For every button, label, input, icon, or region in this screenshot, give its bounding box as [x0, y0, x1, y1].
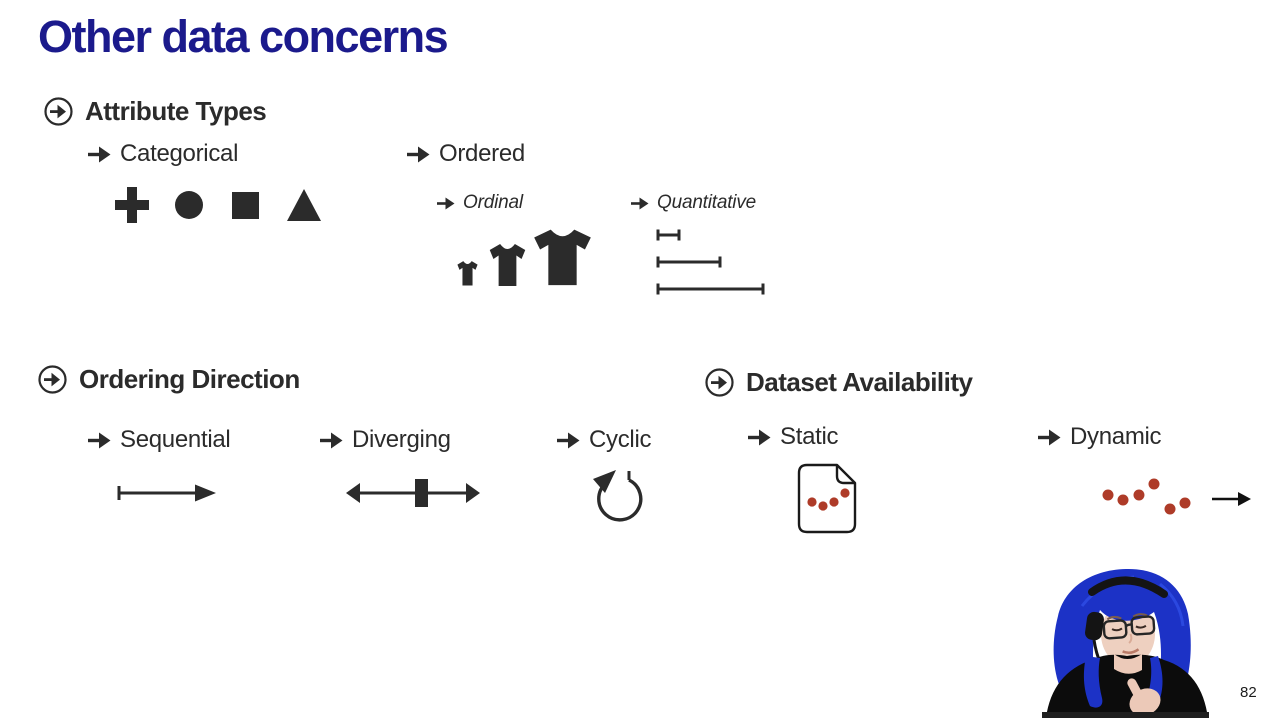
arrow-bullet-icon: [88, 146, 111, 162]
item-categorical: Categorical: [88, 140, 238, 168]
section-label: Ordering Direction: [79, 364, 300, 394]
sub-item-label: Ordinal: [463, 192, 523, 213]
circled-arrow-icon: [44, 97, 73, 126]
section-label: Dataset Availability: [746, 367, 973, 397]
item-cyclic: Cyclic: [557, 426, 652, 454]
triangle-mark-icon: [287, 189, 321, 221]
sequential-arrow-icon: [117, 484, 216, 502]
arrow-bullet-icon: [320, 432, 343, 448]
item-dynamic: Dynamic: [1038, 423, 1162, 451]
neck: [1114, 654, 1142, 674]
item-static: Static: [748, 423, 839, 451]
item-label: Ordered: [439, 140, 525, 167]
circled-arrow-icon: [38, 365, 67, 394]
cyclic-arrow-icon: [593, 470, 643, 522]
arrow-bullet-icon: [557, 432, 580, 448]
circle-mark-icon: [175, 191, 203, 219]
arrow-bullet-icon: [437, 197, 455, 209]
scatter-dots-icon: [1102, 478, 1191, 515]
tshirt-medium-icon: [489, 244, 526, 286]
arrow-bullet-icon: [1038, 429, 1061, 445]
item-diverging: Diverging: [320, 426, 451, 454]
scatter-dots-with-arrow-icon: [1102, 478, 1251, 515]
item-quantitative: Quantitative: [631, 192, 756, 214]
item-label: Sequential: [120, 426, 231, 453]
section-header-dataset-availability: Dataset Availability: [705, 367, 973, 398]
sub-item-label: Quantitative: [657, 192, 756, 213]
item-label: Cyclic: [589, 426, 652, 453]
categorical-shape-marks-icon: [115, 187, 321, 223]
item-ordered: Ordered: [407, 140, 525, 168]
page-title: Other data concerns: [38, 11, 449, 62]
tshirt-small-icon: [457, 261, 478, 286]
diverging-arrow-icon: [346, 479, 480, 507]
item-label: Dynamic: [1070, 423, 1162, 450]
webcam-bottom-bar: [1042, 712, 1209, 718]
item-label: Categorical: [120, 140, 239, 167]
arrow-bullet-icon: [88, 432, 111, 448]
item-label: Static: [780, 423, 839, 450]
document-with-dots-icon: [797, 463, 857, 534]
glasses-icon: [1102, 615, 1156, 640]
plus-mark-icon: [115, 187, 149, 223]
presenter-illustration: [1042, 568, 1209, 718]
hand: [1127, 678, 1161, 716]
section-header-attribute-types: Attribute Types: [44, 96, 267, 127]
page-number: 82: [1240, 684, 1257, 701]
item-label: Diverging: [352, 426, 451, 453]
arrow-bullet-icon: [748, 429, 771, 445]
tshirt-large-icon: [534, 229, 591, 286]
arrow-bullet-icon: [631, 197, 649, 209]
square-mark-icon: [232, 192, 259, 219]
motion-arrow-icon: [1212, 492, 1251, 506]
headset-band: [1088, 576, 1168, 598]
tshirt-sizes-icon: [457, 229, 591, 286]
arrow-bullet-icon: [407, 146, 430, 162]
presenter-webcam: [1042, 566, 1212, 718]
headset-earcup: [1085, 611, 1104, 641]
section-header-ordering-direction: Ordering Direction: [38, 364, 300, 395]
circled-arrow-icon: [705, 368, 734, 397]
section-label: Attribute Types: [85, 96, 267, 126]
item-sequential: Sequential: [88, 426, 231, 454]
item-ordinal: Ordinal: [437, 192, 523, 214]
length-marks-icon: [656, 229, 765, 295]
